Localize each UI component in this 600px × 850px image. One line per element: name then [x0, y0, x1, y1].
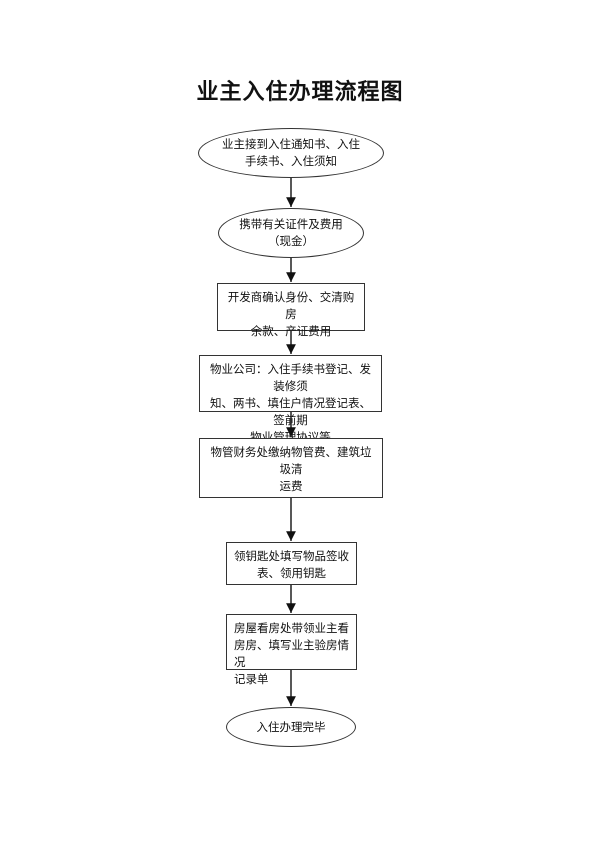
step-receive-notice: 业主接到入住通知书、入住 手续书、入住须知: [198, 128, 384, 178]
step-5-line-1: 物管财务处缴纳物管费、建筑垃圾清: [210, 445, 372, 476]
step-3-line-1: 开发商确认身份、交清购房: [227, 290, 355, 321]
step-collect-keys: 领钥匙处填写物品签收 表、领用钥匙: [226, 542, 357, 585]
step-developer-confirm: 开发商确认身份、交清购房 余款、产证费用: [217, 283, 365, 338]
step-7-line-1: 房屋看房处带领业主看: [234, 621, 349, 635]
step-2-line-1: 携带有关证件及费用: [239, 217, 343, 231]
step-pay-fees: 物管财务处缴纳物管费、建筑垃圾清 运费: [199, 438, 383, 498]
step-bring-documents: 携带有关证件及费用 （现金）: [218, 208, 364, 258]
step-5-line-2: 运费: [279, 479, 303, 493]
step-7-line-2: 房房、填写业主验房情况: [234, 638, 349, 669]
step-4-line-2: 知、两书、填住户情况登记表、签前期: [210, 396, 371, 427]
step-2-line-2: （现金）: [268, 234, 314, 248]
page-title: 业主入住办理流程图: [196, 80, 404, 105]
step-complete: 入住办理完毕: [226, 707, 356, 747]
step-6-line-1: 领钥匙处填写物品签收: [234, 549, 349, 563]
step-7-line-3: 记录单: [234, 672, 269, 686]
step-8-line-1: 入住办理完毕: [256, 719, 326, 734]
step-house-inspection: 房屋看房处带领业主看 房房、填写业主验房情况 记录单: [226, 614, 357, 686]
step-1-line-2: 手续书、入住须知: [245, 154, 337, 168]
step-6-line-2: 表、领用钥匙: [257, 566, 326, 580]
step-4-line-1: 物业公司：入住手续书登记、发装修须: [210, 362, 371, 393]
step-1-line-1: 业主接到入住通知书、入住: [222, 137, 360, 151]
